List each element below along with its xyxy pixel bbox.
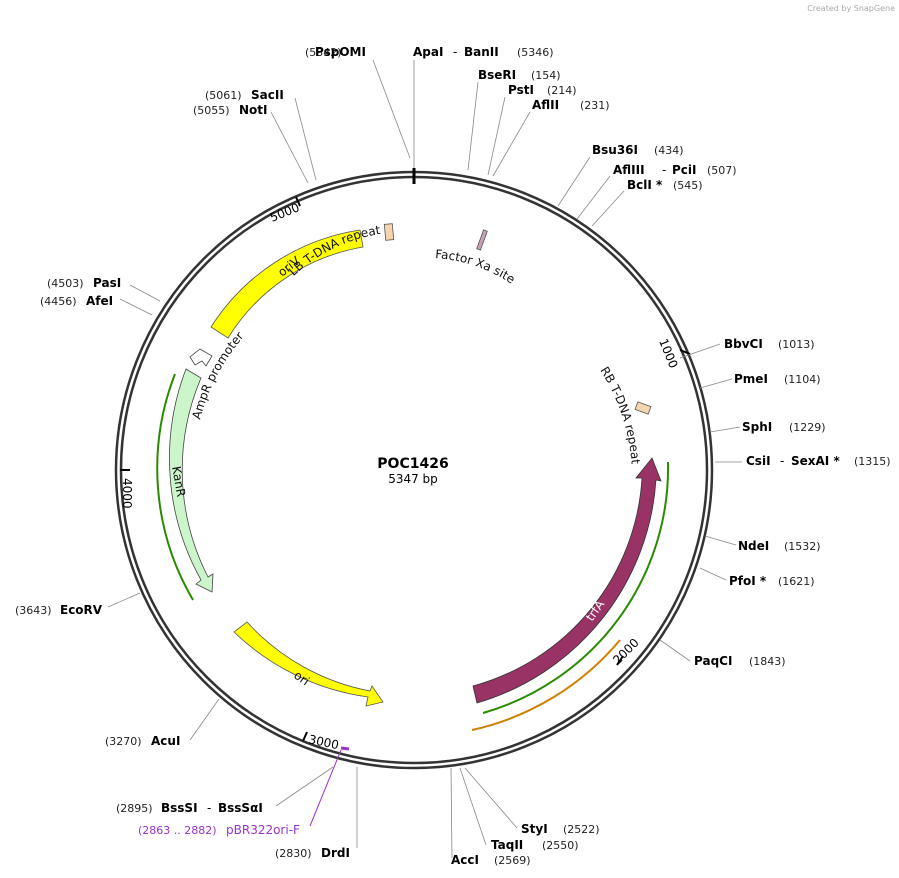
enzyme-name: NotI xyxy=(239,103,268,117)
enzyme-name: PstI xyxy=(508,83,534,97)
enzyme-pos: (4456) xyxy=(40,295,77,308)
enzyme-name: AfeI xyxy=(86,294,113,308)
ampr-promoter-label: AmpR promoter xyxy=(189,329,246,421)
enzyme-pos: (5346) xyxy=(517,46,554,59)
enzyme-name: BssSαI xyxy=(218,801,263,815)
enzyme-name: SphI xyxy=(742,420,772,434)
enzyme-name: PciI xyxy=(672,163,697,177)
kanr-label: KanR xyxy=(169,465,188,498)
enzyme-pos: (1104) xyxy=(784,373,821,386)
primer-name: pBR322ori-F xyxy=(226,823,300,837)
enzyme-pos: (545) xyxy=(673,179,703,192)
tick-5000-label: 5000 xyxy=(268,200,302,224)
enzyme-name: BssSI xyxy=(161,801,198,815)
snapgene-brand: Created by SnapGene xyxy=(807,4,895,13)
enzyme-sep: - xyxy=(453,45,457,59)
enzyme-name: BseRI xyxy=(478,68,516,82)
tick-2000-mark xyxy=(616,655,624,666)
enzyme-pos: (5342) xyxy=(305,46,342,59)
enzyme-name: PaqCI xyxy=(694,654,732,668)
enzyme-pos: (1621) xyxy=(778,575,815,588)
enzyme-pos: (3643) xyxy=(15,604,52,617)
enzyme-name: EcoRV xyxy=(60,603,103,617)
trfa-strand-green xyxy=(482,461,670,714)
plasmid-name: POC1426 xyxy=(377,456,448,472)
tick-2000-label: 2000 xyxy=(610,636,641,667)
enzyme-name: AcuI xyxy=(151,734,180,748)
enzyme-pos: (2830) xyxy=(275,847,312,860)
enzyme-labels: (5342) PspOMI ApaI - BanII (5346) BseRI … xyxy=(15,45,891,867)
enzyme-pos: (434) xyxy=(654,144,684,157)
enzyme-name: AccI xyxy=(451,853,479,867)
enzyme-pos: (231) xyxy=(580,99,610,112)
ampr-promoter-feature xyxy=(189,348,213,367)
enzyme-name: StyI xyxy=(521,822,548,836)
enzyme-pos: (214) xyxy=(547,84,577,97)
enzyme-pos: (2569) xyxy=(494,854,531,867)
enzyme-name: AflIII xyxy=(613,163,645,177)
kanr-strand xyxy=(156,373,194,601)
lb-repeat-feature xyxy=(383,223,395,241)
enzyme-name: BanII xyxy=(464,45,499,59)
enzyme-name: TaqII xyxy=(491,838,523,852)
enzyme-name: PmeI xyxy=(734,372,768,386)
primer-range: (2863 .. 2882) xyxy=(138,824,217,837)
kanr-feature xyxy=(169,368,214,593)
oriV-feature xyxy=(210,229,364,339)
enzyme-pos: (5055) xyxy=(193,104,230,117)
enzyme-pos: (1013) xyxy=(778,338,815,351)
enzyme-pos: (5061) xyxy=(205,89,242,102)
enzyme-sep: - xyxy=(207,801,211,815)
enzyme-name: DrdI xyxy=(321,846,350,860)
enzyme-name: ApaI xyxy=(413,45,443,59)
enzyme-pos: (154) xyxy=(531,69,561,82)
enzyme-pos: (507) xyxy=(707,164,737,177)
tick-3000-mark xyxy=(302,731,308,742)
enzyme-pos: (2522) xyxy=(563,823,600,836)
enzyme-name: AflII xyxy=(532,98,559,112)
enzyme-pos: (3270) xyxy=(105,735,142,748)
enzyme-pos: (1532) xyxy=(784,540,821,553)
enzyme-name: PspOMI xyxy=(315,45,366,59)
factorxa-feature xyxy=(476,229,488,251)
enzyme-name: Bsu36I xyxy=(592,143,638,157)
tick-5000-mark xyxy=(295,196,301,207)
enzyme-pos: (2895) xyxy=(116,802,153,815)
enzyme-name: CsiI xyxy=(746,454,771,468)
ori-feature xyxy=(233,621,384,707)
rb-repeat-feature xyxy=(634,401,652,415)
enzyme-pos: (1843) xyxy=(749,655,786,668)
trfa-strand-orange xyxy=(471,639,621,731)
enzyme-name: PfoI * xyxy=(729,574,767,588)
tick-3000-label: 3000 xyxy=(307,732,340,752)
enzyme-name: SacII xyxy=(251,88,284,102)
enzyme-name: NdeI xyxy=(738,539,769,553)
enzyme-name: BclI * xyxy=(627,178,663,192)
enzyme-pos: (1315) xyxy=(854,455,891,468)
enzyme-pos: (1229) xyxy=(789,421,826,434)
enzyme-sep: - xyxy=(662,163,666,177)
trfa-feature xyxy=(472,457,662,704)
plasmid-size: 5347 bp xyxy=(388,472,438,486)
enzyme-name: PasI xyxy=(93,276,121,290)
enzyme-sep: - xyxy=(780,454,784,468)
rb-repeat-label: RB T-DNA repeat xyxy=(597,364,642,465)
primer-leader xyxy=(309,749,342,827)
factorxa-label: Factor Xa site xyxy=(435,247,518,286)
enzyme-pos: (2550) xyxy=(542,839,579,852)
enzyme-leaders xyxy=(107,59,742,859)
enzyme-name: BbvCI xyxy=(724,337,763,351)
primer-mark xyxy=(340,746,350,751)
enzyme-pos: (4503) xyxy=(47,277,84,290)
enzyme-name: SexAI * xyxy=(791,454,840,468)
tick-1000-mark xyxy=(679,349,691,355)
tick-4000-label: 4000 xyxy=(120,478,134,509)
